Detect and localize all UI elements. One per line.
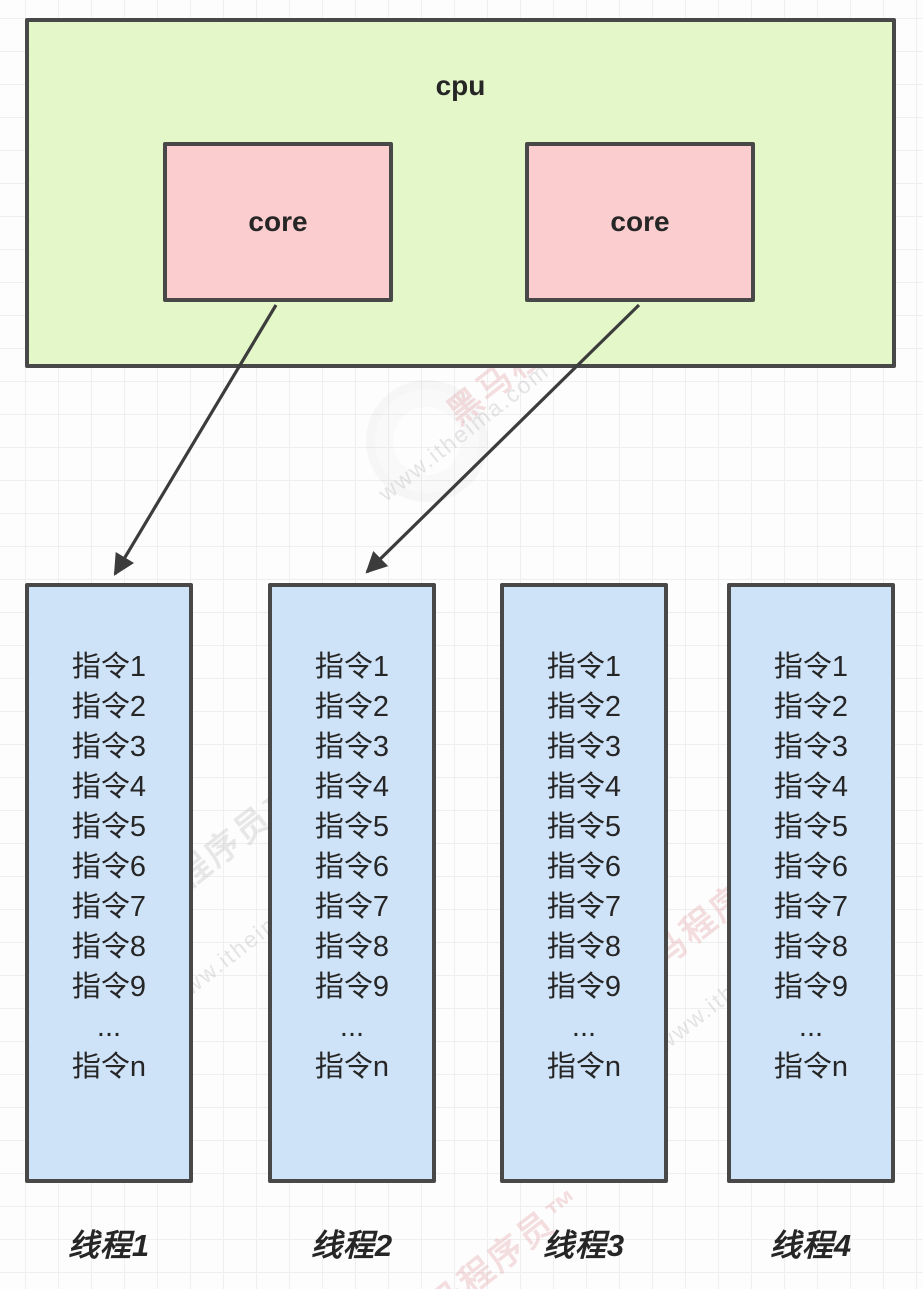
instruction-line: 指令5 <box>71 811 147 843</box>
instruction-line: 指令7 <box>773 891 849 923</box>
instruction-line: 指令5 <box>773 811 849 843</box>
core-box-2: core <box>525 142 755 302</box>
instruction-line: ... <box>798 1011 824 1043</box>
instruction-line: 指令6 <box>314 851 390 883</box>
instruction-line: 指令6 <box>71 851 147 883</box>
instruction-line: 指令6 <box>546 851 622 883</box>
instruction-line: 指令2 <box>71 691 147 723</box>
thread-2-column: 指令1 指令2 指令3 指令4 指令5 指令6 指令7 指令8 指令9... 指令n <box>268 583 436 1183</box>
thread-4-column: 指令1 指令2 指令3 指令4 指令5 指令6 指令7 指令8 指令9... 指令n <box>727 583 895 1183</box>
instruction-line: 指令n <box>546 1051 622 1083</box>
instruction-line: ... <box>96 1011 122 1043</box>
instruction-line: 指令n <box>773 1051 849 1083</box>
instruction-line: 指令8 <box>773 931 849 963</box>
instruction-line: ... <box>339 1011 365 1043</box>
instruction-line: 指令8 <box>314 931 390 963</box>
core-2-label: core <box>610 206 670 237</box>
instruction-line: 指令2 <box>314 691 390 723</box>
thread-1-column: 指令1 指令2 指令3 指令4 指令5 指令6 指令7 指令8 指令9... 指令n <box>25 583 193 1183</box>
instruction-line: 指令3 <box>773 731 849 763</box>
thread-1-label: 线程1 <box>67 1228 151 1263</box>
thread-2-label: 线程2 <box>310 1228 394 1263</box>
instruction-line: 指令6 <box>773 851 849 883</box>
thread-3-column: 指令1 指令2 指令3 指令4 指令5 指令6 指令7 指令8 指令9... 指令n <box>500 583 668 1183</box>
instruction-line: 指令n <box>314 1051 390 1083</box>
core-1-label: core <box>248 206 308 237</box>
instruction-line: 指令4 <box>546 771 622 803</box>
instruction-line: 指令2 <box>773 691 849 723</box>
thread-4-label: 线程4 <box>769 1228 853 1263</box>
instruction-line: 指令2 <box>546 691 622 723</box>
instruction-line: 指令1 <box>314 651 390 683</box>
instruction-line: 指令1 <box>546 651 622 683</box>
cpu-label: cpu <box>435 70 486 101</box>
thread-3-label: 线程3 <box>542 1228 626 1263</box>
cpu-box: cpu core core <box>25 18 896 368</box>
instruction-line: 指令3 <box>314 731 390 763</box>
instruction-line: 指令7 <box>314 891 390 923</box>
instruction-line: 指令4 <box>71 771 147 803</box>
instruction-line: 指令8 <box>546 931 622 963</box>
instruction-line: 指令9 <box>546 971 622 1003</box>
instruction-line: 指令9 <box>773 971 849 1003</box>
instruction-line: 指令5 <box>546 811 622 843</box>
instruction-line: 指令4 <box>314 771 390 803</box>
instruction-line: 指令4 <box>773 771 849 803</box>
instruction-line: 指令7 <box>71 891 147 923</box>
instruction-line: 指令7 <box>546 891 622 923</box>
watermark-url-text: www.itheima.com <box>373 357 555 507</box>
instruction-line: 指令8 <box>71 931 147 963</box>
instruction-line: 指令1 <box>71 651 147 683</box>
core-box-1: core <box>163 142 393 302</box>
instruction-line: 指令5 <box>314 811 390 843</box>
instruction-line: 指令9 <box>314 971 390 1003</box>
instruction-line: 指令9 <box>71 971 147 1003</box>
watermark-globe-icon <box>366 380 488 502</box>
instruction-line: ... <box>571 1011 597 1043</box>
instruction-line: 指令n <box>71 1051 147 1083</box>
instruction-line: 指令3 <box>546 731 622 763</box>
instruction-line: 指令1 <box>773 651 849 683</box>
instruction-line: 指令3 <box>71 731 147 763</box>
